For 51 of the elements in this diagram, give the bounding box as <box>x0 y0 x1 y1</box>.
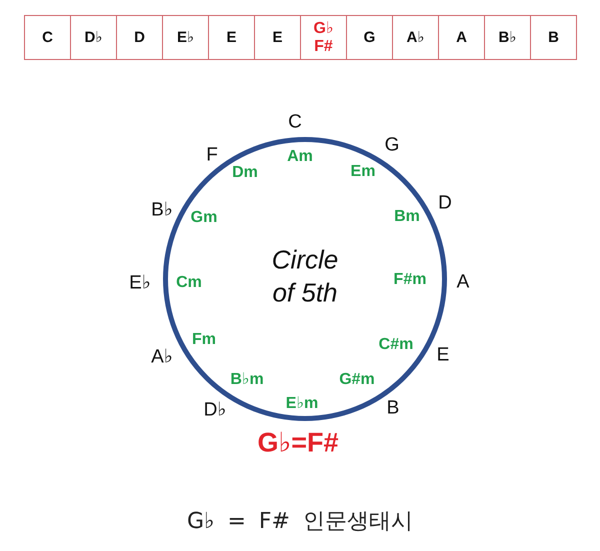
note-name: G♭ <box>314 20 334 38</box>
minor-key-name: Dm <box>232 165 258 181</box>
circle-title: Circle of 5th <box>270 243 340 310</box>
minor-key-name: E♭m <box>286 396 318 412</box>
note-name: G <box>364 28 376 46</box>
minor-key-name: G#m <box>339 372 375 388</box>
key-name: B♭ <box>151 200 173 220</box>
note-name: E♭ <box>176 28 194 46</box>
key-name: D♭ <box>204 400 226 420</box>
note-name: B♭ <box>498 28 516 46</box>
key-name: G <box>384 136 400 154</box>
note-cell <box>438 15 485 60</box>
note-cell <box>392 15 439 60</box>
note-cell <box>346 15 393 60</box>
note-cell <box>162 15 209 60</box>
note-name: B <box>548 28 559 46</box>
note-name: E <box>272 28 282 46</box>
minor-key-name: Bm <box>394 209 420 225</box>
note-name: E <box>226 28 236 46</box>
key-name: B <box>386 398 400 418</box>
key-name: D <box>438 194 452 212</box>
note-name: C <box>42 28 53 46</box>
note-cell <box>70 15 117 60</box>
note-cell <box>24 15 71 60</box>
caption: G♭ = F# 인문생태시 <box>186 508 414 536</box>
minor-key-name: C#m <box>378 337 414 353</box>
minor-key-name: Am <box>287 149 313 165</box>
key-name: C <box>288 112 302 132</box>
note-cell <box>254 15 301 60</box>
key-name: F <box>206 146 218 164</box>
note-cell <box>208 15 255 60</box>
minor-key-name: Fm <box>192 332 216 348</box>
note-cell <box>530 15 577 60</box>
note-name: A <box>456 28 467 46</box>
note-cell <box>116 15 163 60</box>
key-name: E <box>436 346 450 364</box>
note-cell <box>300 15 347 60</box>
key-name: A♭ <box>151 348 173 366</box>
note-cell <box>484 15 531 60</box>
minor-key-name: F#m <box>394 272 426 288</box>
note-name: D <box>134 28 145 46</box>
note-name: F# <box>314 38 333 56</box>
key-name: A <box>456 272 470 292</box>
minor-key-name: Gm <box>190 210 218 226</box>
minor-key-name: B♭m <box>230 372 264 388</box>
minor-key-name: Cm <box>176 275 202 291</box>
note-name: A♭ <box>406 28 424 46</box>
note-name: D♭ <box>84 28 102 46</box>
enharmonic-label: G♭=F# <box>258 430 338 456</box>
key-name: E♭ <box>129 274 151 292</box>
minor-key-name: Em <box>350 164 376 180</box>
